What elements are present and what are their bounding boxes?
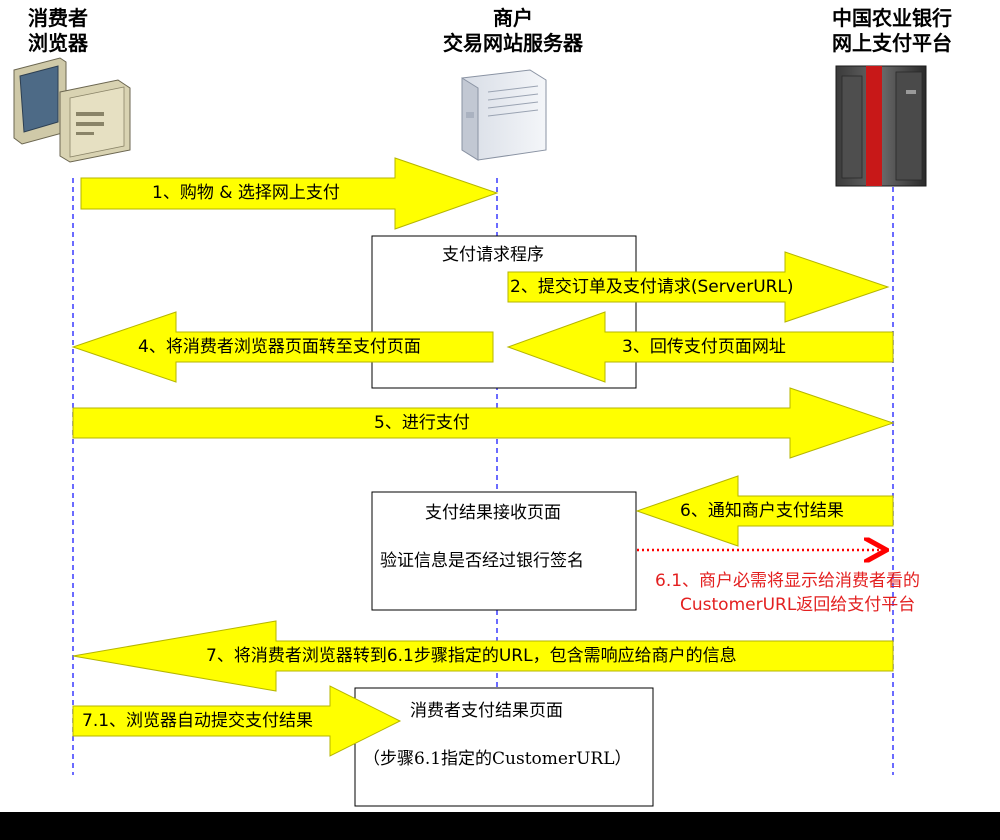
- step3-label: 3、回传支付页面网址: [622, 337, 786, 357]
- step5-arrow: [72, 387, 895, 459]
- step4-arrow: [71, 311, 494, 383]
- mainframe-server-icon: [835, 65, 927, 187]
- step5-label: 5、进行支付: [374, 413, 470, 433]
- result-receive-verify: 验证信息是否经过银行签名: [380, 551, 584, 571]
- consumer-result-sub: （步骤6.1指定的CustomerURL）: [363, 749, 632, 769]
- diagram-canvas: 消费者 浏览器 商户 交易网站服务器 中国农业银行 网上支付平台 支付请求程序 …: [0, 0, 1000, 812]
- consumer-result-box: [354, 687, 654, 807]
- step7-1-arrow: [72, 685, 402, 757]
- step6-1-label-line2: CustomerURL返回给支付平台: [680, 595, 916, 615]
- result-receive-title: 支付结果接收页面: [425, 503, 561, 523]
- step1-arrow: [80, 157, 499, 230]
- step7-label: 7、将消费者浏览器转到6.1步骤指定的URL，包含需响应给商户的信息: [206, 646, 737, 666]
- step2-arrow: [507, 251, 890, 323]
- step1-label: 1、购物 & 选择网上支付: [152, 183, 340, 203]
- bank-title: 中国农业银行 网上支付平台: [832, 6, 952, 55]
- step7-1-label: 7.1、浏览器自动提交支付结果: [82, 711, 314, 731]
- merchant-title: 商户 交易网站服务器: [443, 6, 583, 55]
- result-receive-box: [371, 491, 637, 611]
- step2-label: 2、提交订单及支付请求(ServerURL): [510, 277, 794, 297]
- step4-label: 4、将消费者浏览器页面转至支付页面: [138, 337, 421, 357]
- payment-request-label: 支付请求程序: [442, 245, 544, 265]
- step6-arrow: [635, 475, 894, 547]
- step6-label: 6、通知商户支付结果: [680, 501, 844, 521]
- step7-arrow: [72, 620, 894, 692]
- step3-arrow: [506, 311, 894, 383]
- consumer-result-title: 消费者支付结果页面: [410, 701, 563, 721]
- desktop-computer-icon: [13, 57, 131, 163]
- step6-1-label-line1: 6.1、商户必需将显示给消费者看的: [655, 571, 921, 591]
- diagram-graphics: [13, 57, 927, 807]
- tower-server-icon: [461, 69, 547, 161]
- consumer-title: 消费者 浏览器: [28, 6, 88, 55]
